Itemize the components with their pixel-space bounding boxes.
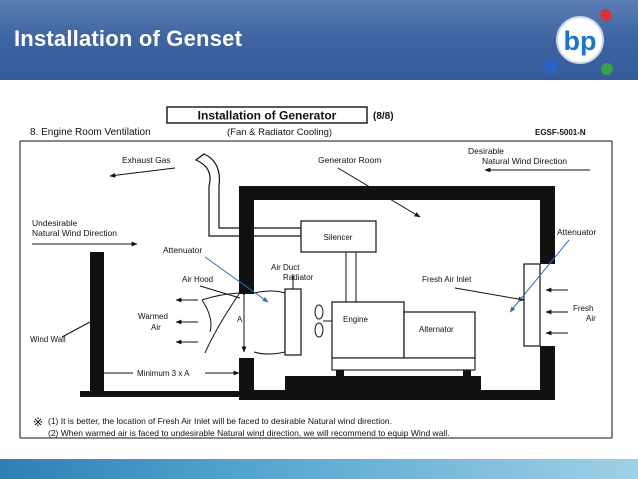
label-alternator: Alternator xyxy=(419,325,454,334)
right-wall-lower xyxy=(540,346,555,394)
left-wall-lower xyxy=(239,358,254,394)
exhaust-arrow xyxy=(109,167,176,178)
label-air-hood: Air Hood xyxy=(182,275,213,284)
engine xyxy=(331,301,405,359)
ground-slab xyxy=(80,391,264,397)
base-frame xyxy=(285,376,481,390)
label-dim-a: A xyxy=(237,315,243,324)
floor xyxy=(239,390,555,400)
footer-bar xyxy=(0,459,638,479)
right-wall-upper xyxy=(540,186,555,264)
title-bar: Installation of Genset bp xyxy=(0,0,638,80)
label-fresh-air: Air xyxy=(586,314,596,323)
label-minimum: Minimum 3 x A xyxy=(137,369,190,378)
label-undesirable: Undesirable xyxy=(32,218,78,228)
fresh-air-inlet-leader xyxy=(454,287,525,302)
label-fresh-air-inlet: Fresh Air Inlet xyxy=(422,275,472,284)
air-hood-bottom xyxy=(204,293,240,354)
label-undesirable-direction: Natural Wind Direction xyxy=(32,228,117,238)
left-wall-upper xyxy=(239,186,254,294)
fan-blade-top-icon xyxy=(314,304,324,320)
label-attenuator-left: Attenuator xyxy=(163,245,202,255)
note-mark-icon: ※ xyxy=(33,415,43,429)
minimum-label-bg xyxy=(133,366,205,379)
fresh-air-inlet-louver xyxy=(523,263,541,347)
label-engine: Engine xyxy=(343,315,368,324)
common-base xyxy=(331,357,476,371)
mount-right xyxy=(463,370,471,376)
attenuator-right-pointer xyxy=(509,239,570,313)
note-2: (2) When warmed air is faced to undesira… xyxy=(48,428,450,438)
roof xyxy=(239,186,555,200)
wind-wall xyxy=(90,252,104,394)
mount-left xyxy=(336,370,344,376)
air-duct xyxy=(253,290,286,355)
label-desirable: Desirable xyxy=(468,146,504,156)
label-fresh: Fresh xyxy=(573,304,593,313)
air-hood-mid xyxy=(201,299,212,333)
attenuator-left-pointer xyxy=(204,256,269,303)
label-warmed: Warmed xyxy=(138,312,168,321)
doc-code: EGSF-5001-N xyxy=(535,128,586,137)
page-ref: (8/8) xyxy=(373,111,394,122)
label-exhaust-gas: Exhaust Gas xyxy=(122,155,171,165)
slide-title: Installation of Genset xyxy=(14,26,243,51)
alternator xyxy=(403,311,476,359)
air-hood-leader xyxy=(199,285,241,299)
label-radiator: Radiator xyxy=(283,273,314,282)
figure-heading: Installation of Generator xyxy=(198,109,337,123)
air-hood-top xyxy=(201,292,240,301)
silencer xyxy=(300,220,377,253)
label-attenuator-right: Attenuator xyxy=(557,227,596,237)
bp-logo-icon: bp xyxy=(544,9,613,75)
section-title: 8. Engine Room Ventilation xyxy=(30,127,151,138)
label-warmed-air: Air xyxy=(151,323,161,332)
label-generator-room: Generator Room xyxy=(318,155,381,165)
label-wind-wall: Wind Wall xyxy=(30,335,66,344)
label-desirable-direction: Natural Wind Direction xyxy=(482,156,567,166)
logo-text: bp xyxy=(564,26,597,56)
wind-wall-leader xyxy=(61,321,91,338)
heading-box xyxy=(166,106,368,124)
fan-blade-bottom-icon xyxy=(314,322,324,338)
radiator xyxy=(284,288,302,356)
label-silencer: Silencer xyxy=(324,233,353,242)
figure-subtitle: (Fan & Radiator Cooling) xyxy=(227,127,332,138)
label-air-duct: Air Duct xyxy=(271,263,300,272)
note-1: (1) It is better, the location of Fresh … xyxy=(48,416,392,426)
